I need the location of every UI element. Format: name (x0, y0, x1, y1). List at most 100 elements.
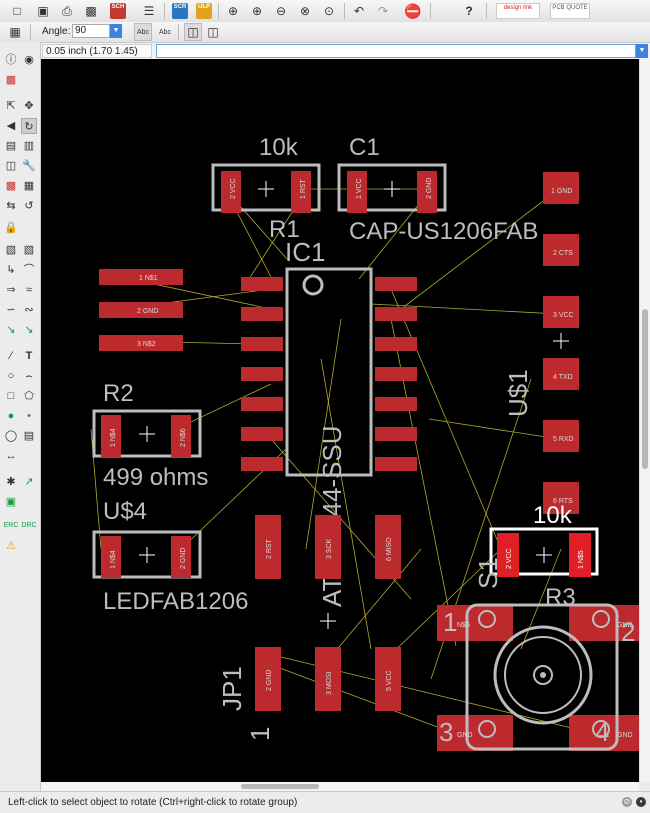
ic1-pad[interactable] (375, 367, 417, 381)
component-jp1[interactable]: 2 RST 3 SCK 6 MISO 2 GND 3 MOSI 5 VCC JP… (217, 515, 401, 741)
redo-icon[interactable]: ↷ (377, 4, 389, 18)
ic1-pad[interactable] (375, 457, 417, 471)
optimize-icon[interactable]: ⇒ (6, 284, 16, 296)
board-icon[interactable]: ▣ (5, 496, 17, 508)
polygon-icon[interactable]: ⬠ (24, 390, 34, 402)
swap-icon[interactable]: ⇆ (6, 200, 16, 212)
warning-icon[interactable]: ⚠ (6, 540, 16, 552)
pcb-quote-button[interactable]: PCB QUOTE (550, 3, 590, 19)
stop-icon[interactable]: ⛔ (404, 2, 422, 19)
ratsnest-icon[interactable]: ✱ (6, 476, 16, 488)
ulp-icon[interactable]: ULP (196, 3, 212, 19)
ic1-pad[interactable] (241, 367, 283, 381)
command-input[interactable] (156, 44, 636, 58)
split-icon[interactable]: ↳ (6, 264, 16, 276)
ic1-pad[interactable] (241, 427, 283, 441)
design-link-button[interactable]: design link (496, 3, 540, 19)
replace-icon[interactable]: ▦ (23, 180, 35, 192)
script-icon[interactable]: SCR (172, 3, 188, 19)
component-r1[interactable]: 2 VCC 1 RST 10k R1 (211, 134, 321, 243)
wire-icon[interactable]: ∕ (10, 350, 12, 362)
add-icon[interactable]: ▩ (5, 180, 17, 192)
ic1-pad[interactable] (375, 307, 417, 321)
ic1-pad[interactable] (375, 427, 417, 441)
ic1-pad[interactable] (375, 277, 417, 291)
copy-icon[interactable]: ▤ (5, 140, 17, 152)
component-r3[interactable]: 2 VCC 1 N$5 10k R3 (489, 502, 599, 611)
autoroute-icon[interactable]: ∾ (24, 304, 34, 316)
zoom-out-icon[interactable]: ⊖ (275, 4, 287, 18)
vertical-scroll-thumb[interactable] (642, 309, 648, 469)
component-left-pads[interactable]: 1 N$1 2 GND 3 N$2 (99, 269, 183, 351)
ic1-pad[interactable] (241, 307, 283, 321)
hole-icon[interactable]: ◯ (4, 430, 18, 442)
drc-icon[interactable]: DRC (21, 522, 37, 529)
delete-icon[interactable]: ◫ (5, 160, 17, 172)
signal-icon[interactable]: • (27, 410, 31, 422)
move-arrows-icon[interactable]: ✥ (24, 100, 34, 112)
component-r2[interactable]: 1 N$4 2 N$6 R2 499 ohms (92, 380, 208, 491)
spin-text-icon[interactable]: Abc (158, 28, 172, 36)
print-icon[interactable]: ⎙ (62, 3, 72, 18)
component-c1[interactable]: 1 VCC 2 GND C1 CAP-US1206FAB (337, 134, 538, 245)
mirror-text-icon[interactable]: Abc (134, 23, 152, 41)
status-indicator-icon[interactable]: ⊘ (622, 797, 632, 807)
grid-icon[interactable]: ▦ (9, 25, 21, 39)
value-icon[interactable]: ▧ (23, 244, 35, 256)
wrench-icon[interactable]: 🔧 (22, 160, 36, 172)
info-icon[interactable]: ⓘ (5, 54, 17, 66)
circle-icon[interactable]: ○ (7, 370, 15, 382)
script-icon[interactable]: ☰ (143, 4, 155, 18)
via-icon[interactable]: ● (7, 410, 15, 422)
component-u4[interactable]: 1 N$4 2 GND U$4 LEDFAB1206 (92, 498, 248, 615)
new-file-icon[interactable]: □ (13, 4, 21, 18)
name-icon[interactable]: ▧ (5, 244, 17, 256)
horizontal-scroll-thumb[interactable] (241, 784, 319, 789)
ic1-pad[interactable] (241, 277, 283, 291)
save-icon[interactable]: ▣ (37, 4, 49, 18)
dimension-icon[interactable]: ↔ (5, 450, 17, 462)
show-icon[interactable]: ◉ (24, 54, 34, 66)
ripup-icon[interactable]: ↘ (6, 324, 16, 336)
chevron-down-icon[interactable]: ▼ (636, 44, 648, 58)
zoom-fit-icon[interactable]: ⊕ (227, 4, 239, 18)
vertical-scrollbar[interactable] (639, 59, 650, 782)
smash-icon[interactable]: ↺ (24, 200, 34, 212)
layers-icon[interactable]: ▩ (5, 74, 17, 86)
ic1-pad[interactable] (375, 337, 417, 351)
ic1-pad[interactable] (241, 337, 283, 351)
rotate-icon[interactable]: ↻ (21, 118, 37, 134)
chevron-down-icon[interactable]: ▼ (110, 24, 122, 38)
undo-icon[interactable]: ↶ (353, 4, 365, 18)
erc-icon[interactable]: ERC (3, 522, 19, 529)
move-icon[interactable]: ⇱ (6, 100, 16, 112)
lock-icon[interactable]: 🔒 (4, 222, 18, 234)
mirror-icon[interactable]: ◀ (6, 120, 16, 132)
component-s1[interactable]: N$5 GND GND GND 1 2 3 4 S1 (437, 557, 639, 751)
cam-icon[interactable]: ▩ (85, 4, 97, 18)
help-icon[interactable]: ? (465, 4, 473, 18)
option-a-icon[interactable]: ◫ (184, 23, 202, 41)
zoom-redraw-icon[interactable]: ⊙ (323, 4, 335, 18)
option-b-icon[interactable]: ◫ (207, 25, 219, 39)
autorouter-icon[interactable]: ↗ (24, 476, 34, 488)
component-u1[interactable]: 1 GND 2 CTS 3 VCC 4 TXD 5 RXD 6 RTS U$1 (503, 172, 579, 514)
schematic-icon[interactable]: SCH (110, 3, 126, 19)
zoom-in-icon[interactable]: ⊕ (251, 4, 263, 18)
ic1-pad[interactable] (375, 397, 417, 411)
paste-icon[interactable]: ▥ (23, 140, 35, 152)
board-canvas[interactable]: .pad{fill:#bd2a2e;} .padsel{fill:#e02026… (41, 59, 639, 782)
attribute-icon[interactable]: ▤ (23, 430, 35, 442)
horizontal-scrollbar[interactable] (41, 782, 639, 791)
angle-select[interactable]: 90 (72, 24, 110, 38)
route-icon[interactable]: ∽ (6, 304, 16, 316)
stop-command-icon[interactable]: • (636, 797, 646, 807)
text-icon[interactable]: T (25, 350, 33, 362)
meander-icon[interactable]: ≈ (25, 284, 33, 296)
arc-icon[interactable]: ⌢ (25, 370, 33, 382)
rectangle-icon[interactable]: □ (7, 390, 15, 402)
ic1-pad[interactable] (241, 397, 283, 411)
zoom-select-icon[interactable]: ⊗ (299, 4, 311, 18)
ic1-pad[interactable] (241, 457, 283, 471)
slice-icon[interactable]: ↘ (24, 324, 34, 336)
